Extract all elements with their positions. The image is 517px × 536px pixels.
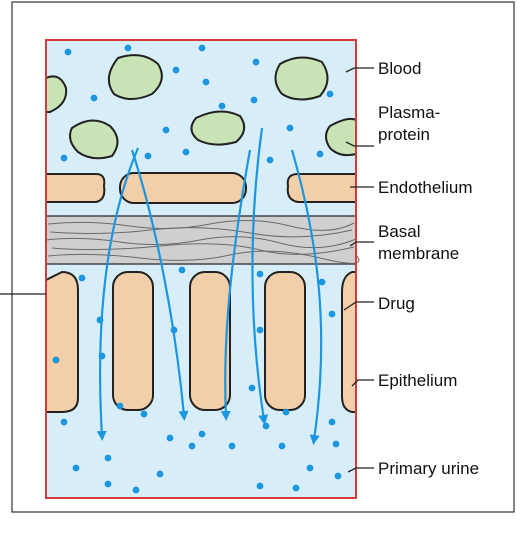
epithelium-cell bbox=[265, 272, 305, 410]
drug-dot bbox=[199, 431, 206, 438]
drug-dot bbox=[329, 419, 336, 426]
plasma-protein bbox=[109, 55, 162, 99]
drug-dot bbox=[257, 327, 264, 334]
drug-dot bbox=[283, 409, 290, 416]
drug-dot bbox=[257, 271, 264, 278]
drug-dot bbox=[335, 473, 342, 480]
drug-dot bbox=[97, 317, 104, 324]
drug-dot bbox=[219, 103, 226, 110]
drug-dot bbox=[279, 443, 286, 450]
label-epithelium: Epithelium bbox=[378, 371, 457, 390]
fluid-area bbox=[46, 40, 356, 498]
drug-dot bbox=[329, 311, 336, 318]
drug-dot bbox=[253, 59, 260, 66]
drug-dot bbox=[105, 455, 112, 462]
drug-dot bbox=[179, 267, 186, 274]
drug-dot bbox=[141, 411, 148, 418]
endothelium-layer bbox=[46, 173, 356, 203]
drug-dot bbox=[257, 483, 264, 490]
label-basal-line1: Basal bbox=[378, 222, 421, 241]
drug-dot bbox=[199, 45, 206, 52]
drug-dot bbox=[117, 403, 124, 410]
drug-dot bbox=[319, 279, 326, 286]
drug-dot bbox=[173, 67, 180, 74]
drug-dot bbox=[133, 487, 140, 494]
label-primary-urine: Primary urine bbox=[378, 459, 479, 478]
drug-dot bbox=[229, 443, 236, 450]
label-endothelium: Endothelium bbox=[378, 178, 473, 197]
drug-dot bbox=[163, 127, 170, 134]
epithelium-cell bbox=[342, 272, 356, 412]
drug-dot bbox=[99, 353, 106, 360]
drug-dot bbox=[307, 465, 314, 472]
drug-dot bbox=[171, 327, 178, 334]
drug-dot bbox=[263, 423, 270, 430]
drug-dot bbox=[61, 155, 68, 162]
plasma-protein bbox=[191, 111, 244, 144]
drug-dot bbox=[293, 485, 300, 492]
drug-dot bbox=[157, 471, 164, 478]
drug-dot bbox=[183, 149, 190, 156]
drug-dot bbox=[167, 435, 174, 442]
endothelium-cell bbox=[288, 174, 356, 202]
label-plasma-protein-line2: protein bbox=[378, 125, 430, 144]
drug-dot bbox=[251, 97, 258, 104]
drug-dot bbox=[91, 95, 98, 102]
drug-dot bbox=[317, 151, 324, 158]
drug-dot bbox=[249, 385, 256, 392]
endothelium-cell bbox=[120, 173, 246, 203]
drug-dot bbox=[53, 357, 60, 364]
drug-dot bbox=[125, 45, 132, 52]
drug-dot bbox=[203, 79, 210, 86]
drug-dot bbox=[189, 443, 196, 450]
drug-dot bbox=[73, 465, 80, 472]
label-blood: Blood bbox=[378, 59, 421, 78]
label-drug: Drug bbox=[378, 294, 415, 313]
drug-dot bbox=[327, 91, 334, 98]
epithelium-cell bbox=[190, 272, 230, 410]
drug-dot bbox=[65, 49, 72, 56]
drug-dot bbox=[287, 125, 294, 132]
drug-dot bbox=[145, 153, 152, 160]
epithelium-cell bbox=[46, 272, 78, 412]
label-basal-line2: membrane bbox=[378, 244, 459, 263]
label-plasma-protein-line1: Plasma- bbox=[378, 103, 440, 122]
drug-dot bbox=[79, 275, 86, 282]
plasma-protein bbox=[275, 57, 327, 99]
drug-dot bbox=[105, 481, 112, 488]
endothelium-cell bbox=[46, 174, 104, 202]
drug-dot bbox=[61, 419, 68, 426]
drug-dot bbox=[267, 157, 274, 164]
drug-dot bbox=[333, 441, 340, 448]
epithelium-cell bbox=[113, 272, 153, 410]
